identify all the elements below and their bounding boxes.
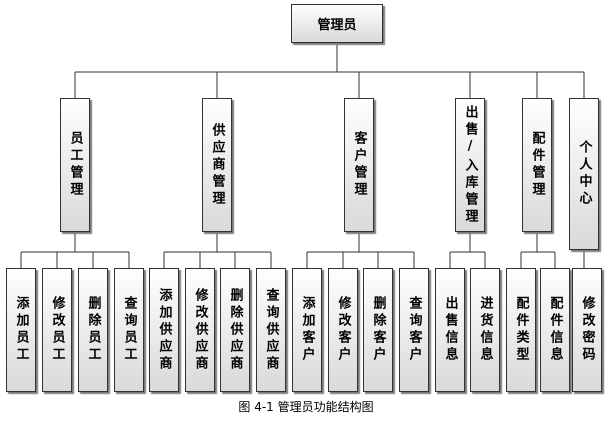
- leaf-node-0-2: 删除员工: [78, 268, 108, 392]
- leaf-node-0-0: 添加员工: [6, 268, 36, 392]
- leaf-node-5-0: 修改密码: [572, 268, 602, 392]
- branch-node-5: 个人中心: [569, 98, 599, 250]
- leaf-node-4-0: 配件类型: [506, 268, 536, 392]
- branch-node-4: 配件管理: [522, 98, 552, 232]
- branch-node-1: 供应商管理: [202, 98, 232, 232]
- leaf-node-2-1: 修改客户: [328, 268, 358, 392]
- branch-node-0: 员工管理: [60, 98, 90, 232]
- branch-node-2: 客户管理: [344, 98, 374, 232]
- leaf-node-1-3: 查询供应商: [256, 268, 286, 392]
- leaf-node-2-2: 删除客户: [363, 268, 393, 392]
- leaf-node-1-2: 删除供应商: [220, 268, 250, 392]
- leaf-node-3-1: 进货信息: [470, 268, 500, 392]
- leaf-node-0-1: 修改员工: [42, 268, 72, 392]
- leaf-node-4-1: 配件信息: [540, 268, 570, 392]
- leaf-node-1-0: 添加供应商: [149, 268, 179, 392]
- leaf-node-0-3: 查询员工: [114, 268, 144, 392]
- leaf-node-2-3: 查询客户: [399, 268, 429, 392]
- branch-node-3: 出售/入库管理: [455, 98, 485, 232]
- leaf-node-2-0: 添加客户: [292, 268, 322, 392]
- leaf-node-1-1: 修改供应商: [185, 268, 215, 392]
- leaf-node-3-0: 出售信息: [435, 268, 465, 392]
- root-node-admin: 管理员: [291, 4, 383, 43]
- figure-caption: 图 4-1 管理员功能结构图: [238, 400, 374, 414]
